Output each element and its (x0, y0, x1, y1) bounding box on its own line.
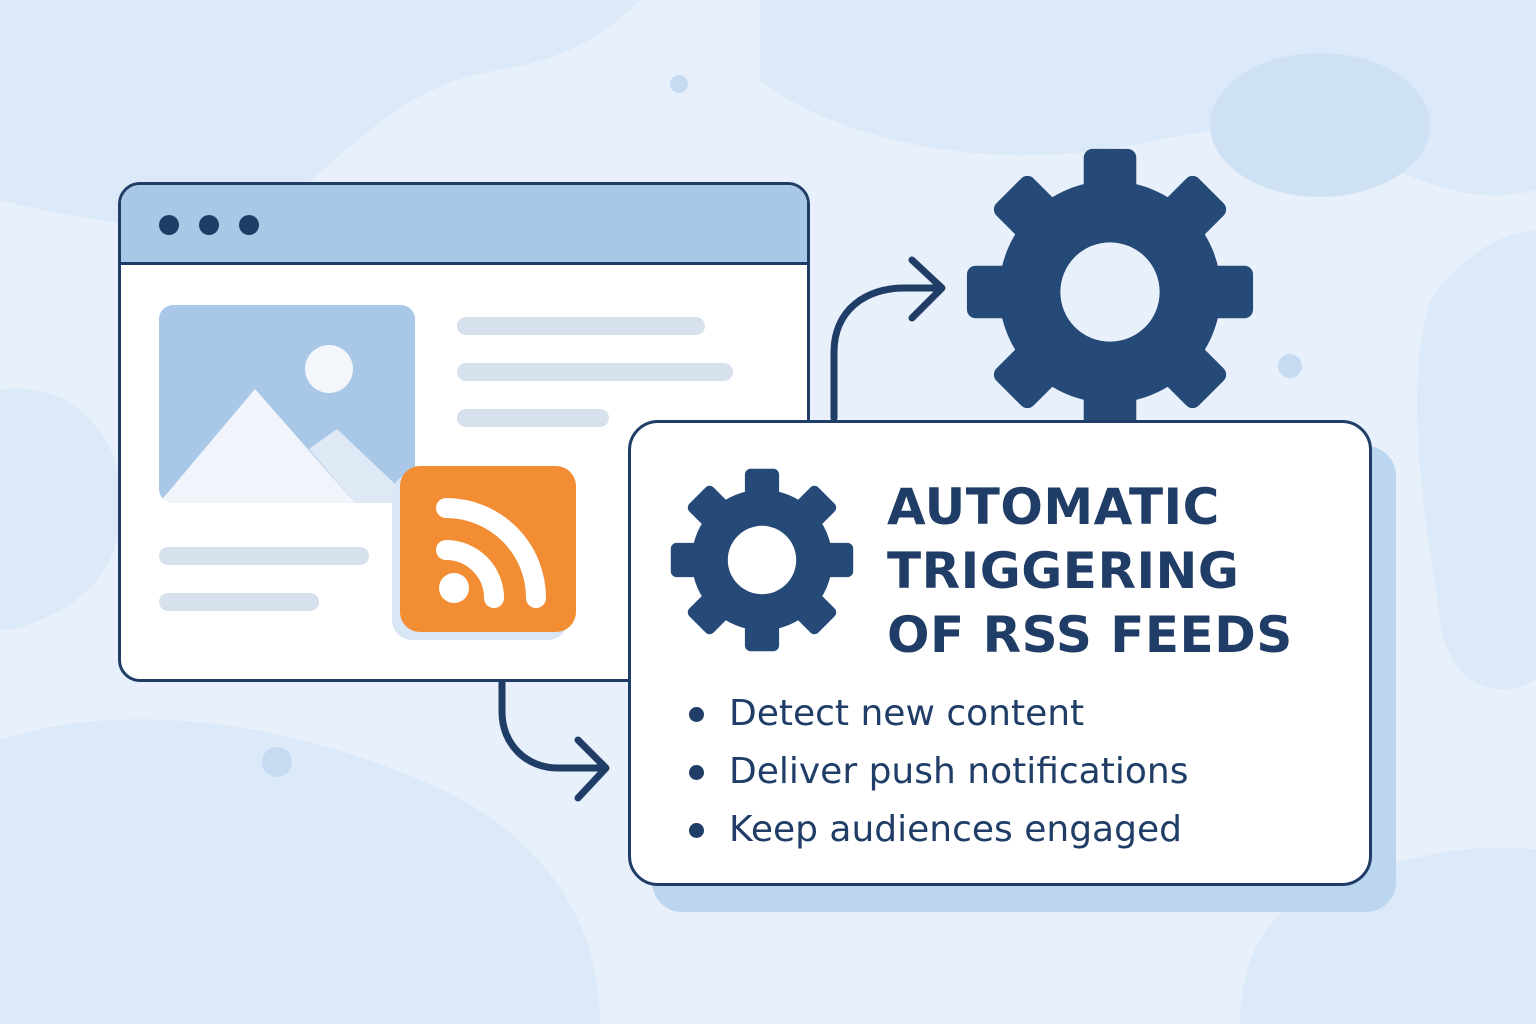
text-placeholder-line (457, 363, 733, 381)
list-item-text: Detect new content (729, 693, 1085, 734)
bullet-icon (689, 707, 704, 722)
list-item: Deliver push notifications (687, 743, 1188, 801)
list-item-text: Deliver push notifications (729, 751, 1189, 792)
text-placeholder-line (457, 409, 609, 427)
text-placeholder-line (159, 547, 369, 565)
rss-icon (400, 466, 576, 632)
gear-icon (670, 468, 854, 652)
title-line: TRIGGERING (887, 542, 1240, 600)
card-title: AUTOMATIC TRIGGERING OF RSS FEEDS (887, 475, 1293, 667)
gear-icon (966, 148, 1254, 436)
window-dot-icon (159, 215, 179, 235)
image-placeholder-icon (159, 305, 415, 503)
text-placeholder-line (159, 593, 319, 611)
list-item: Keep audiences engaged (687, 801, 1188, 859)
title-line: OF RSS FEEDS (887, 606, 1293, 664)
info-card: AUTOMATIC TRIGGERING OF RSS FEEDS Detect… (628, 420, 1372, 886)
list-item-text: Keep audiences engaged (729, 809, 1182, 850)
bullet-icon (689, 765, 704, 780)
window-dot-icon (199, 215, 219, 235)
browser-titlebar (121, 185, 807, 265)
feature-list: Detect new content Deliver push notifica… (687, 685, 1188, 859)
list-item: Detect new content (687, 685, 1188, 743)
arrow-to-card (498, 646, 610, 802)
arrow-to-gear (830, 256, 946, 422)
bullet-icon (689, 823, 704, 838)
title-line: AUTOMATIC (887, 478, 1220, 536)
text-placeholder-line (457, 317, 705, 335)
window-dot-icon (239, 215, 259, 235)
